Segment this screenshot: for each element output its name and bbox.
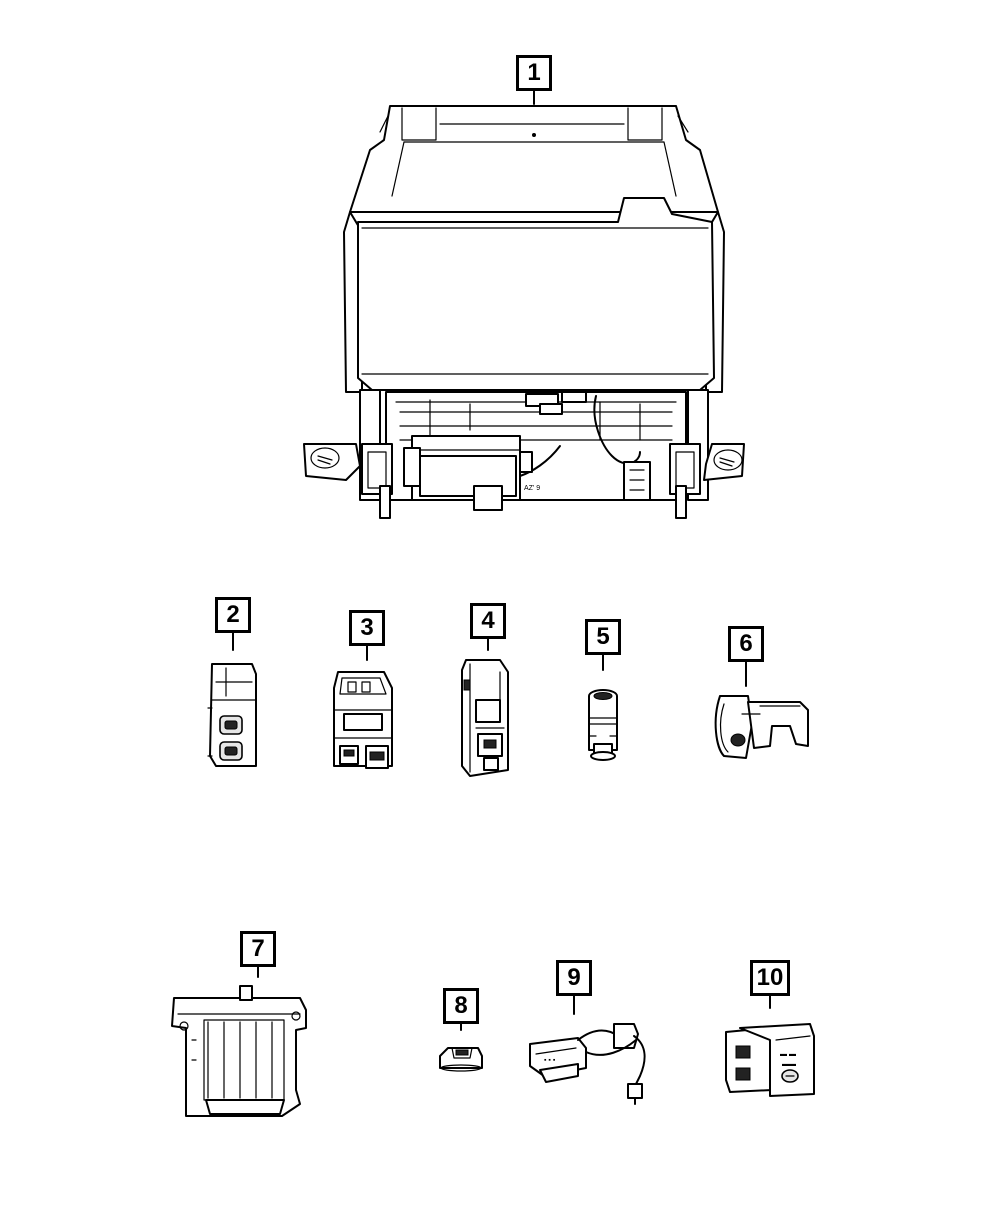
part-9-switch-harness: ▪ ▪ ▪	[529, 1023, 646, 1105]
callout-3: 3	[349, 610, 385, 646]
callout-9: 9	[556, 960, 592, 996]
part-10-switch-panel: ▬ ▬ ▬▬	[725, 1023, 815, 1097]
callout-6: 6	[728, 626, 764, 662]
part-3-media-hub	[333, 671, 393, 769]
part-5-power-outlet	[588, 689, 618, 761]
callout-10: 10	[750, 960, 790, 996]
part-8-clip	[439, 1047, 483, 1072]
callout-7: 7	[240, 931, 276, 967]
part-6-bezel	[714, 695, 809, 759]
part-4-power-module	[461, 659, 509, 777]
callout-4: 4	[470, 603, 506, 639]
callout-1: 1	[516, 55, 552, 91]
svg-text:▪ ▪ ▪: ▪ ▪ ▪	[544, 1057, 556, 1064]
callout-8: 8	[443, 988, 479, 1024]
part-2-dual-usb-port	[207, 663, 257, 767]
part-7-module	[171, 985, 307, 1117]
callout-2: 2	[215, 597, 251, 633]
svg-text:▬ ▬: ▬ ▬	[780, 1051, 796, 1058]
callout-5: 5	[585, 619, 621, 655]
svg-text:▬▬: ▬▬	[782, 1061, 796, 1068]
leader-lines	[232, 90, 771, 1031]
part-1-floor-console: AZ' 9	[303, 105, 745, 519]
console-marking: AZ' 9	[524, 485, 540, 492]
